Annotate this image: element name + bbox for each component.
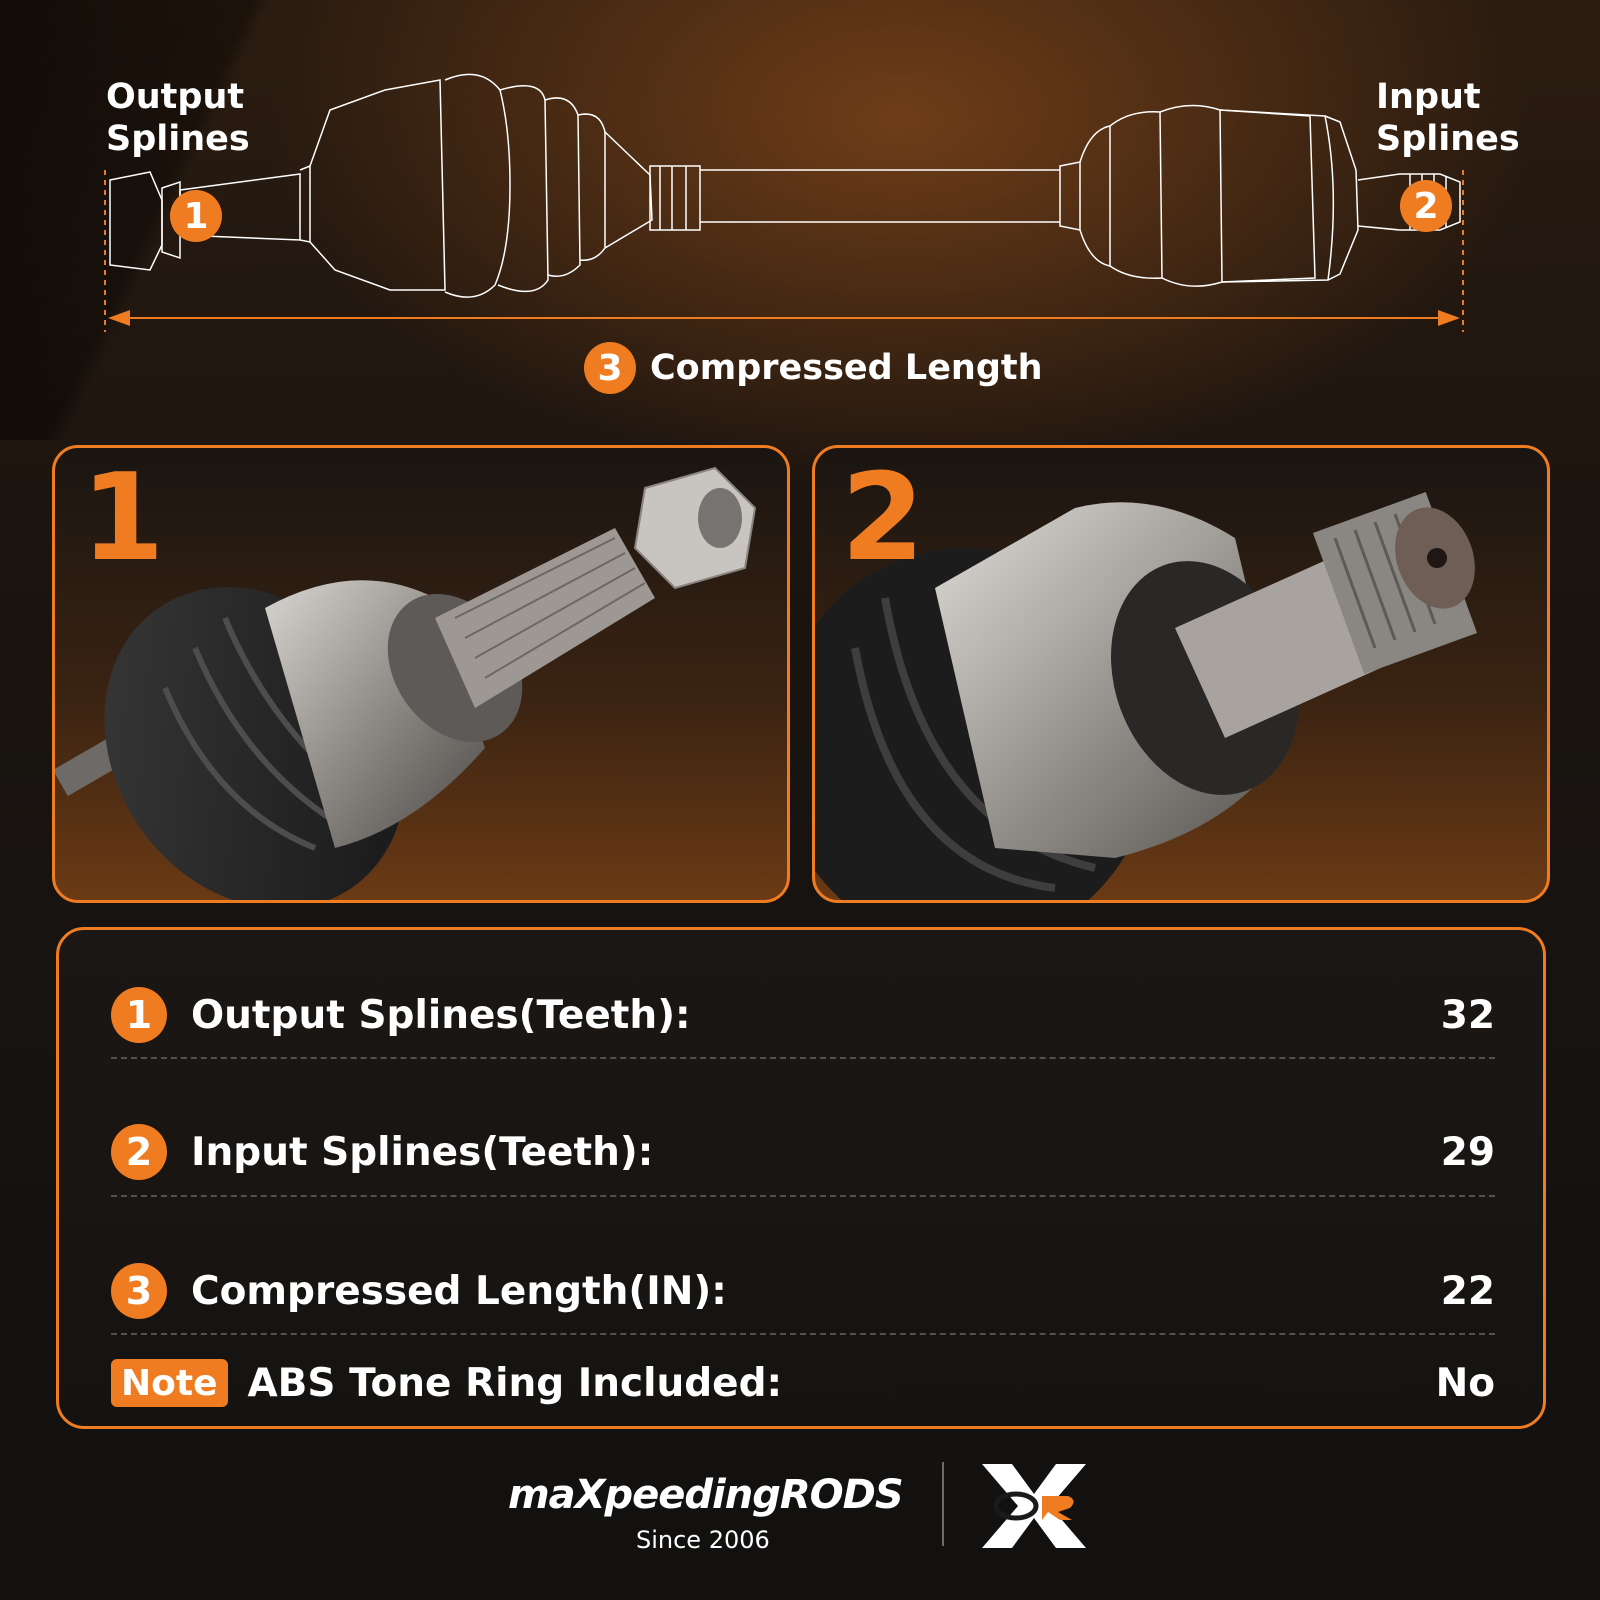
input-end-illustration: [815, 492, 1478, 900]
since-year: Since 2006: [636, 1526, 770, 1554]
compressed-length-callout: 3 Compressed Length: [584, 340, 1043, 396]
diagram-badge-3: 3: [584, 342, 636, 394]
spec-label-output-splines: Output Splines(Teeth):: [191, 992, 691, 1038]
spec-value-input-splines: 29: [1440, 1129, 1495, 1175]
input-label-line1: Input: [1376, 77, 1481, 117]
compressed-length-label: Compressed Length: [650, 348, 1043, 388]
spec-row-input-splines: 2 Input Splines(Teeth): 29: [111, 1112, 1495, 1192]
output-end-photo-panel: 1: [52, 445, 790, 903]
spec-badge-2: 2: [111, 1124, 167, 1180]
spec-label-abs-tone-ring: ABS Tone Ring Included:: [247, 1360, 783, 1406]
output-label-line1: Output: [106, 77, 245, 117]
axle-diagram: Output Splines Input Splines 1 2 3 Compr…: [0, 0, 1600, 420]
output-label-line2: Splines: [106, 119, 250, 159]
note-badge: Note: [111, 1359, 228, 1407]
brand-logo-text: maXpeedingRODS: [508, 1472, 904, 1518]
diagram-badge-2: 2: [1400, 180, 1452, 232]
input-splines-label: Input Splines: [1376, 76, 1520, 160]
diagram-badge-1: 1: [170, 190, 222, 242]
spec-badge-3: 3: [111, 1263, 167, 1319]
spec-row-abs-tone-ring: Note ABS Tone Ring Included: No: [111, 1343, 1495, 1423]
spec-divider-1: [111, 1057, 1495, 1059]
panel-number-1: 1: [81, 449, 165, 588]
spec-divider-3: [111, 1333, 1495, 1335]
output-end-illustration: [55, 466, 757, 900]
footer-branding: maXpeedingRODS Since 2006: [0, 1450, 1600, 1580]
spec-divider-2: [111, 1195, 1495, 1197]
spec-badge-1: 1: [111, 987, 167, 1043]
spec-label-input-splines: Input Splines(Teeth):: [191, 1129, 654, 1175]
input-end-photo-panel: 2: [812, 445, 1550, 903]
spec-row-output-splines: 1 Output Splines(Teeth): 32: [111, 975, 1495, 1055]
spec-label-compressed-length: Compressed Length(IN):: [191, 1268, 727, 1314]
axle-outline-drawing: [104, 73, 1464, 332]
spec-value-compressed-length: 22: [1440, 1268, 1495, 1314]
spec-value-output-splines: 32: [1440, 992, 1495, 1038]
spec-value-abs-tone-ring: No: [1435, 1360, 1495, 1406]
x-brand-icon: [982, 1464, 1086, 1548]
specifications-table: 1 Output Splines(Teeth): 32 2 Input Spli…: [56, 927, 1546, 1429]
spec-row-compressed-length: 3 Compressed Length(IN): 22: [111, 1251, 1495, 1331]
panel-number-2: 2: [841, 449, 925, 588]
output-splines-label: Output Splines: [106, 76, 250, 160]
footer-divider: [942, 1462, 944, 1546]
input-label-line2: Splines: [1376, 119, 1520, 159]
